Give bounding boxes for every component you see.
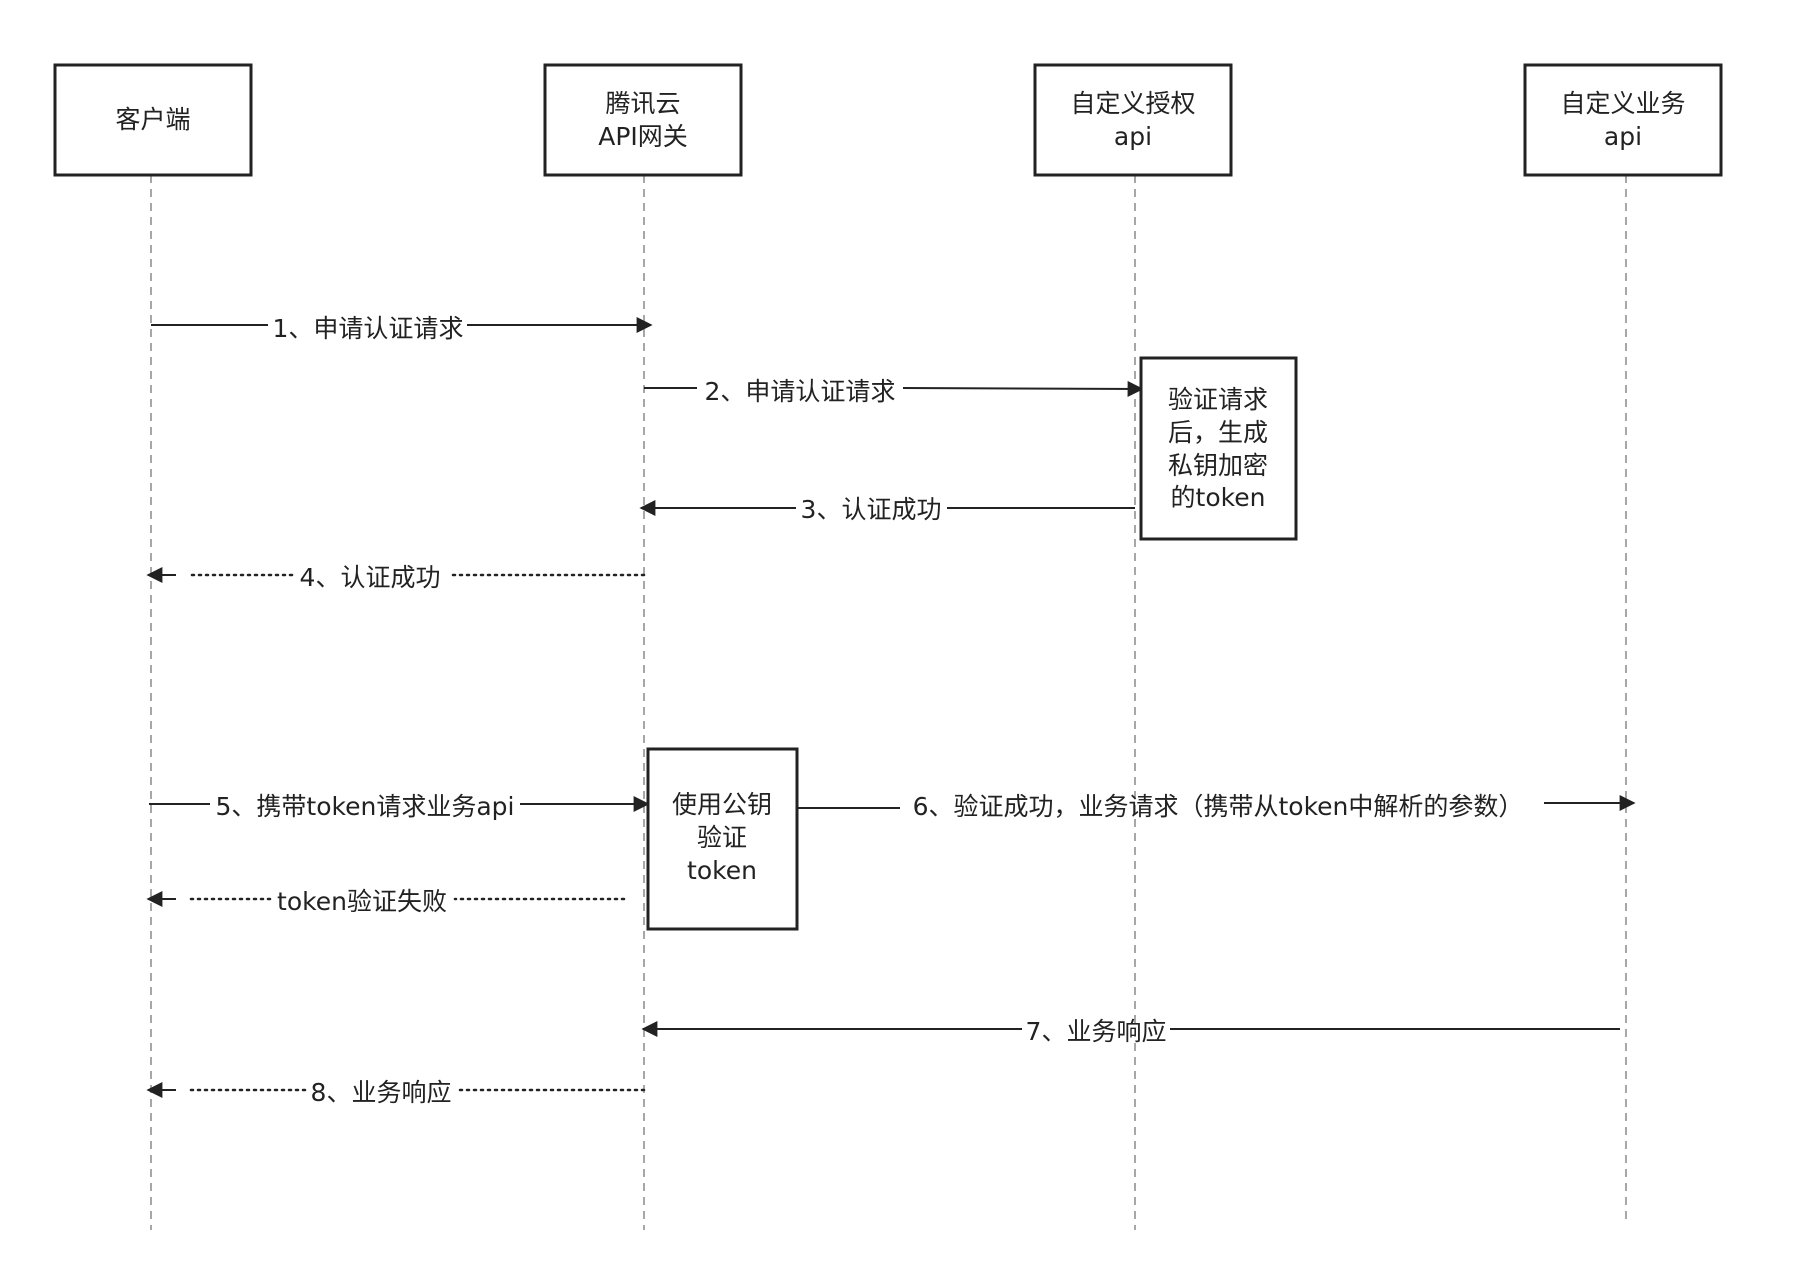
gateway-note-line-1: 使用公钥 [672, 790, 772, 819]
participant-gateway-label-1: 腾讯云 [605, 89, 680, 118]
message-3: 3、认证成功 [639, 495, 1135, 524]
gateway-note-line-2: 验证 [697, 823, 747, 852]
participant-auth: 自定义授权 api [1033, 63, 1233, 177]
auth-note-line-2: 后，生成 [1168, 418, 1268, 447]
message-1: 1、申请认证请求 [151, 314, 653, 343]
message-2-label: 2、申请认证请求 [705, 377, 896, 406]
message-5-label: 5、携带token请求业务api [216, 792, 515, 821]
participant-auth-label-1: 自定义授权 [1070, 89, 1195, 118]
participant-client-label: 客户端 [115, 105, 190, 134]
participant-gateway-label-2: API网关 [598, 122, 688, 151]
participant-biz: 自定义业务 api [1523, 63, 1723, 177]
message-5: 5、携带token请求业务api [149, 792, 650, 821]
auth-note-line-4: 的token [1171, 483, 1266, 512]
participant-biz-label-1: 自定义业务 [1560, 89, 1685, 118]
message-7: 7、业务响应 [641, 1017, 1620, 1046]
participant-auth-label-2: api [1114, 122, 1152, 151]
message-token-fail: token验证失败 [146, 887, 626, 916]
auth-note-line-3: 私钥加密 [1168, 451, 1268, 480]
gateway-note-line-3: token [687, 856, 757, 885]
message-8: 8、业务响应 [146, 1078, 646, 1107]
gateway-note: 使用公钥 验证 token [646, 747, 799, 931]
message-3-label: 3、认证成功 [801, 495, 942, 524]
participant-gateway: 腾讯云 API网关 [543, 63, 743, 177]
message-6-label: 6、验证成功，业务请求（携带从token中解析的参数） [913, 792, 1524, 821]
message-6: 6、验证成功，业务请求（携带从token中解析的参数） [797, 792, 1636, 821]
message-4: 4、认证成功 [146, 563, 646, 592]
message-8-label: 8、业务响应 [311, 1078, 452, 1107]
auth-note: 验证请求 后，生成 私钥加密 的token [1139, 356, 1298, 541]
participant-biz-label-2: api [1604, 122, 1642, 151]
message-7-label: 7、业务响应 [1026, 1017, 1167, 1046]
message-2: 2、申请认证请求 [644, 377, 1144, 406]
message-token-fail-label: token验证失败 [277, 887, 447, 916]
auth-note-line-1: 验证请求 [1168, 385, 1268, 414]
participant-client: 客户端 [53, 63, 253, 177]
message-4-label: 4、认证成功 [300, 563, 441, 592]
message-1-label: 1、申请认证请求 [273, 314, 464, 343]
